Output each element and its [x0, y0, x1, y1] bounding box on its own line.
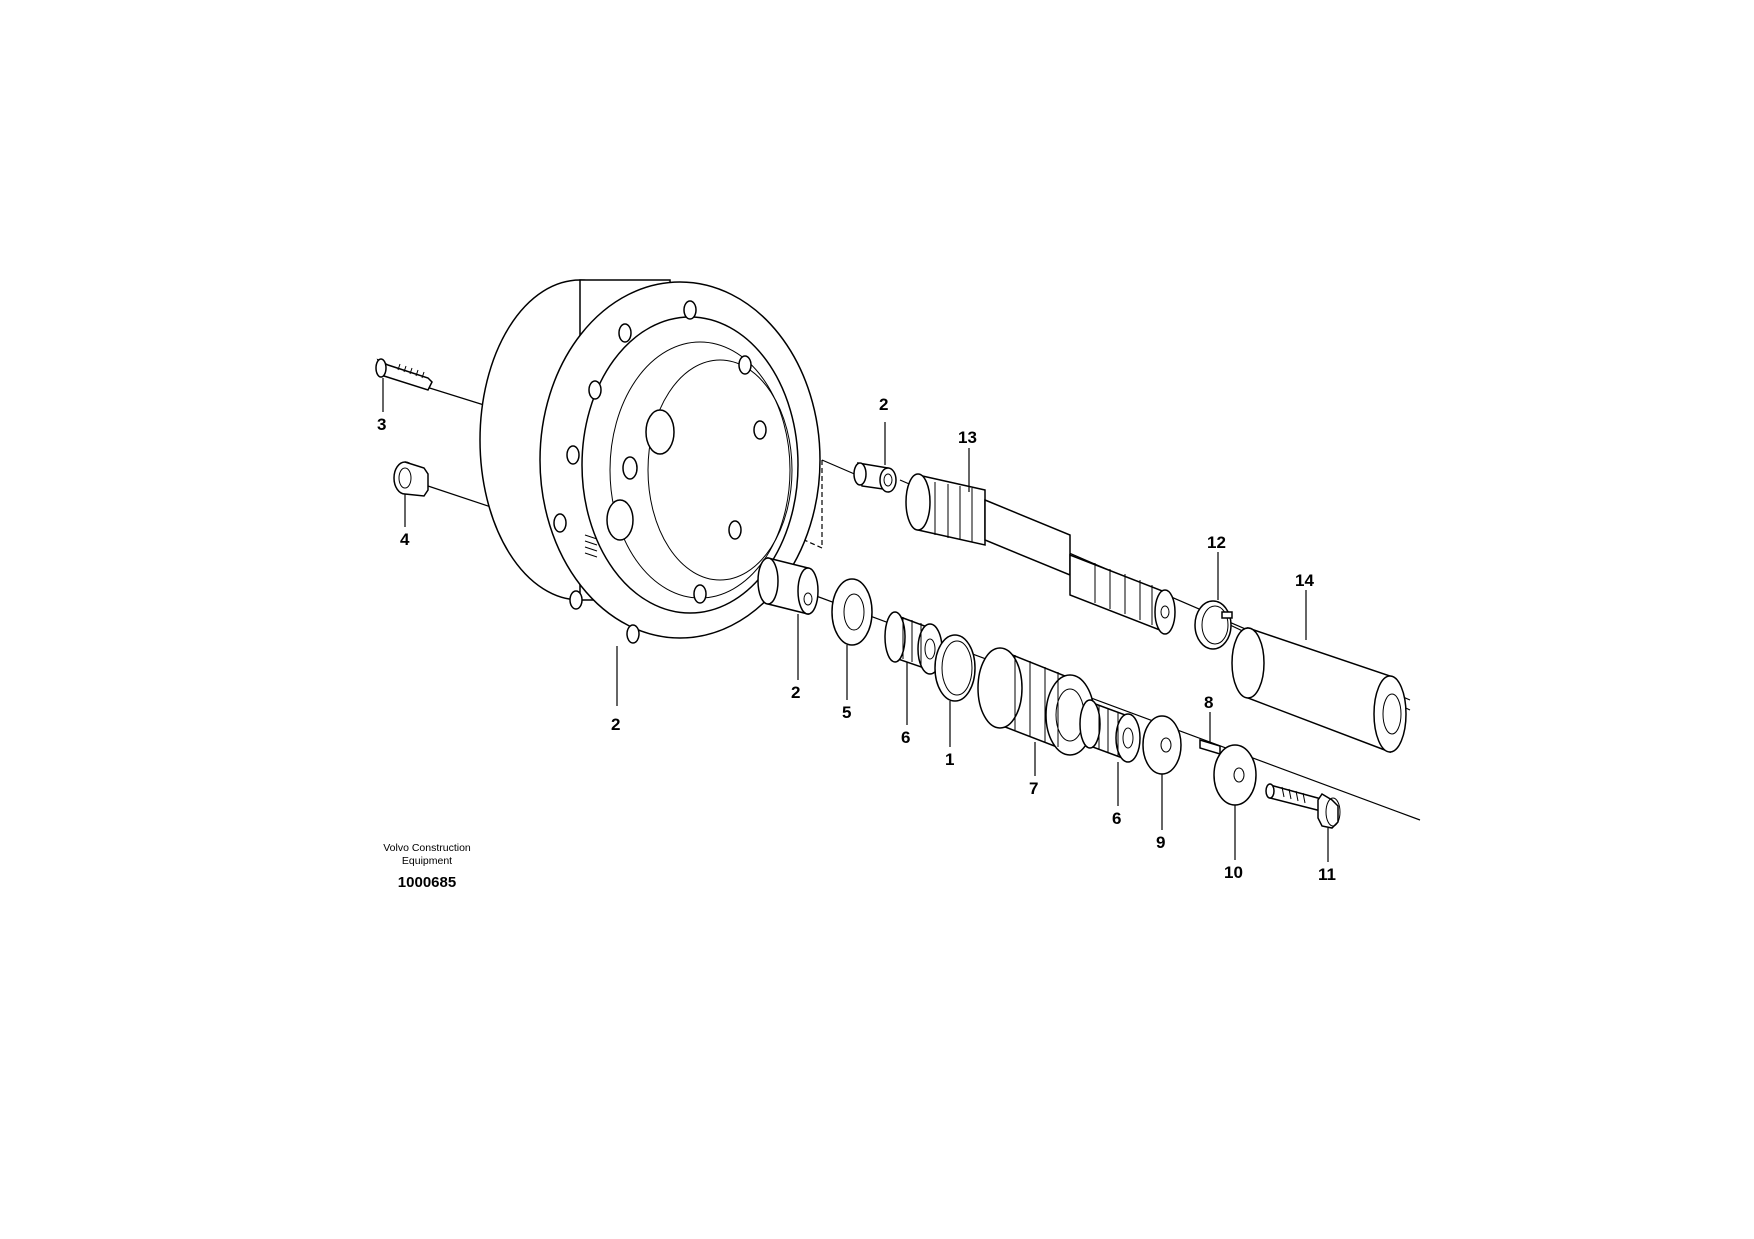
callout-1: 1 [945, 750, 954, 769]
part-1-thrust-ring [934, 634, 976, 702]
callout-3: 3 [377, 415, 386, 434]
callout-2-pin: 2 [879, 395, 888, 414]
callout-4: 4 [400, 530, 410, 549]
callout-labels: 3 4 2 2 2 13 12 14 5 6 1 7 6 8 9 10 11 [377, 395, 1336, 884]
callout-14: 14 [1295, 571, 1314, 590]
part-12-snap-ring [1194, 600, 1233, 650]
part-10-washer [1213, 744, 1257, 806]
part-6-gear-right [1079, 699, 1141, 763]
callout-12: 12 [1207, 533, 1226, 552]
callout-6-left: 6 [901, 728, 910, 747]
part-4-plug [393, 461, 429, 497]
callout-7: 7 [1029, 779, 1038, 798]
drawing-footer: Volvo Construction Equipment 1000685 [383, 842, 471, 891]
callout-13: 13 [958, 428, 977, 447]
part-11-hex-bolt [1265, 783, 1341, 829]
callout-2-housing: 2 [611, 715, 620, 734]
manufacturer-line-1: Volvo Construction [383, 842, 471, 854]
part-6-gear-left [884, 611, 943, 675]
part-2-spacer-sleeve [757, 557, 819, 615]
callout-2-spacer: 2 [791, 683, 800, 702]
part-2-stepped-pin [853, 462, 897, 493]
manufacturer-line-2: Equipment [402, 855, 452, 867]
part-7-large-gear [977, 647, 1095, 756]
part-5-washer [831, 578, 873, 646]
callout-8: 8 [1204, 693, 1213, 712]
drawing-number: 1000685 [398, 874, 456, 891]
part-13-splined-shaft [905, 473, 1176, 635]
callout-11: 11 [1318, 865, 1336, 884]
part-14-tube [1231, 626, 1407, 754]
callout-9: 9 [1156, 833, 1165, 852]
part-3-screw [375, 358, 433, 391]
callout-5: 5 [842, 703, 851, 722]
housing-bolt-holes [553, 300, 767, 644]
part-9-washer [1142, 715, 1182, 775]
callout-6-right: 6 [1112, 809, 1121, 828]
callout-leaders [382, 378, 1329, 862]
part-2-hub-housing [479, 279, 821, 644]
callout-10: 10 [1224, 863, 1243, 882]
